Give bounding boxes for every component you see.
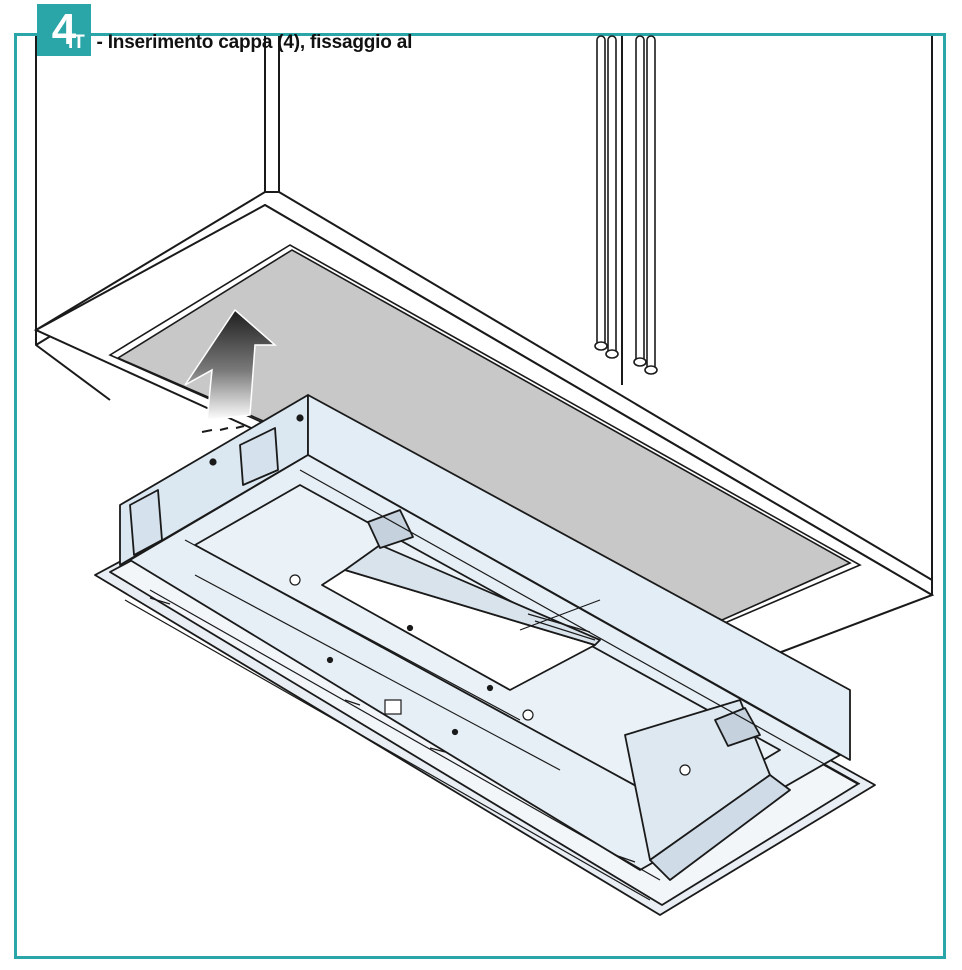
cabinet-handles xyxy=(594,35,658,375)
step-number-badge: 4 xyxy=(37,4,91,56)
cabinet-bottom-panel xyxy=(33,203,935,662)
language-code: IT xyxy=(68,32,85,53)
diagram-frame xyxy=(14,33,946,959)
hood-details xyxy=(124,414,861,901)
step-caption: IT - Inserimento cappa (4), fissaggio al xyxy=(68,32,412,54)
caption-text: - Inserimento cappa (4), fissaggio al xyxy=(96,32,413,53)
up-arrow-icon xyxy=(184,308,277,433)
